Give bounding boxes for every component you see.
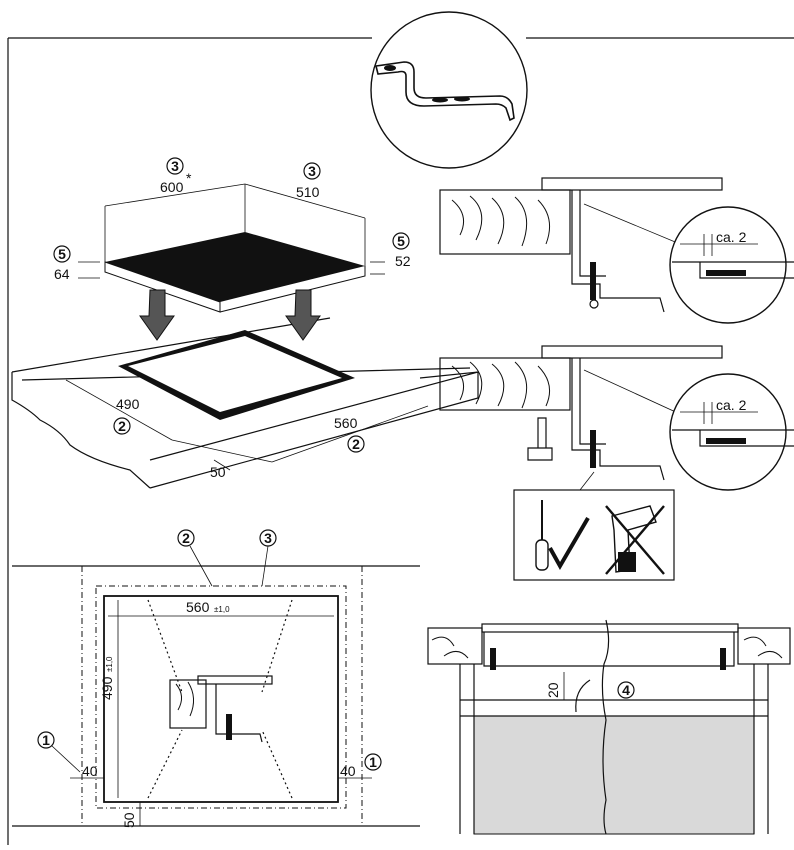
front-margin-label: 50 <box>210 464 226 480</box>
plan-callout-a: 2 <box>182 530 190 546</box>
callout-depth: 3 <box>308 163 316 179</box>
page-frame <box>7 37 794 845</box>
plan-callout-b: 3 <box>264 530 272 546</box>
hob-perspective: 3 600 * 3 510 5 64 5 52 490 2 560 2 50 <box>11 157 479 489</box>
screwdriver-icon <box>535 500 549 571</box>
callout-cutout-width: 2 <box>352 436 360 452</box>
gap-label-top: ca. 2 <box>716 229 747 245</box>
install-clearance: 20 <box>545 682 561 698</box>
plan-depth: 490 <box>99 676 115 700</box>
plan-callout-left: 1 <box>42 732 50 748</box>
hob-width-star: * <box>186 170 192 186</box>
plan-view: 2 3 560 ±1,0 490 ±1,0 1 40 1 40 50 <box>12 529 420 828</box>
plan-right-gap: 40 <box>340 763 356 779</box>
cutout-depth-label: 490 <box>116 396 140 412</box>
section-view-top: ca. 2 <box>439 177 794 324</box>
gap-label-bottom: ca. 2 <box>716 397 747 413</box>
plan-bottom-gap: 50 <box>121 812 137 828</box>
checkmark-icon <box>548 516 590 571</box>
drill-crossed-icon <box>605 505 665 575</box>
plan-width-tol: ±1,0 <box>214 605 230 614</box>
bracket-icon <box>375 61 515 122</box>
plan-left-gap: 40 <box>82 763 98 779</box>
install-view: 20 4 <box>427 619 791 835</box>
callout-right-height: 5 <box>397 233 405 249</box>
callout-left-height: 5 <box>58 246 66 262</box>
callout-width: 3 <box>171 158 179 174</box>
bracket-detail <box>370 11 528 169</box>
plan-callout-right: 1 <box>369 754 377 770</box>
hob-left-height: 64 <box>54 266 70 282</box>
hob-depth-label: 510 <box>296 184 320 200</box>
plan-width: 560 <box>186 599 210 615</box>
cutout-width-label: 560 <box>334 415 358 431</box>
callout-cutout-depth: 2 <box>118 418 126 434</box>
tools-box <box>513 471 675 581</box>
section-view-bottom: ca. 2 <box>439 345 794 491</box>
install-callout-cable: 4 <box>622 682 630 698</box>
plan-depth-tol: ±1,0 <box>105 656 114 672</box>
hob-width-label: 600 <box>160 179 184 195</box>
hob-right-height: 52 <box>395 253 411 269</box>
